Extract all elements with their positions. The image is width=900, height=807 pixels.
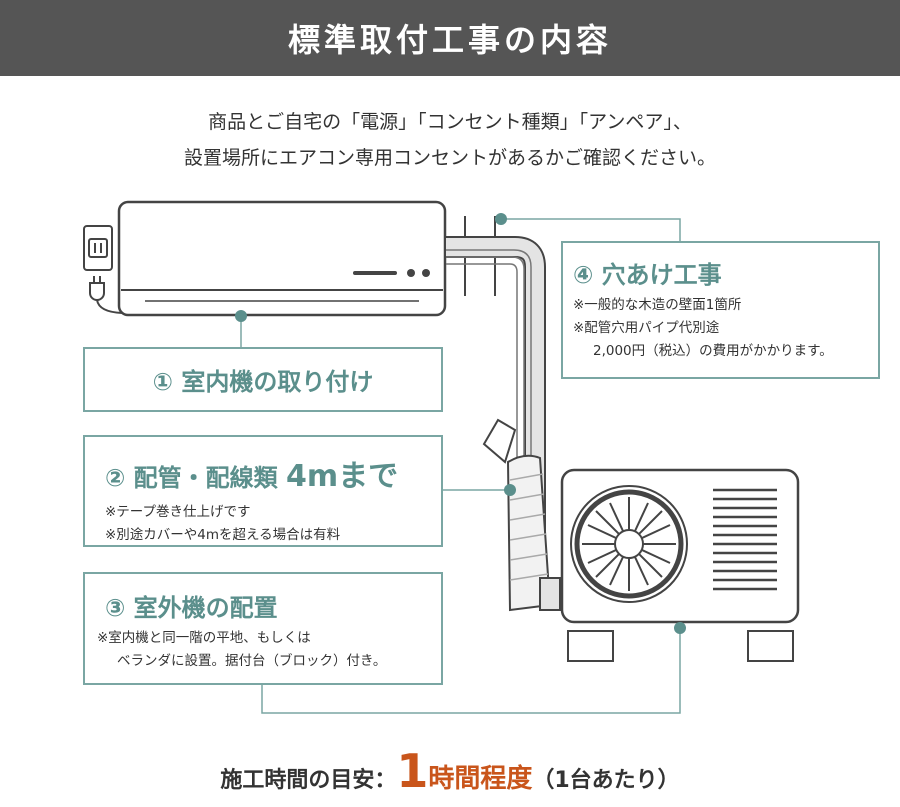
step-2-title: ② 配管・配線類 4mまで xyxy=(105,451,441,495)
step-4-box: ④ 穴あけ工事 ※一般的な木造の壁面1箇所 ※配管穴用パイプ代別途 2,000円… xyxy=(561,241,880,379)
step-2-title-text: ② 配管・配線類 xyxy=(105,464,287,492)
connector-dot-1 xyxy=(235,310,247,322)
intro-line-2: 設置場所にエアコン専用コンセントがあるかご確認ください。 xyxy=(183,147,716,169)
connector-line-3 xyxy=(261,628,681,714)
construction-time-label: 施工時間の目安： xyxy=(220,768,397,793)
connector-dots xyxy=(235,213,686,634)
construction-time-suffix: （1台あたり） xyxy=(532,768,680,793)
page-header: 標準取付工事の内容 xyxy=(0,0,900,76)
step-3-note-2: ベランダに設置。据付台（ブロック）付き。 xyxy=(117,653,387,669)
construction-time-number: 1 xyxy=(396,744,429,798)
connector-dot-2 xyxy=(504,484,516,496)
step-2-title-emphasis: 4mまで xyxy=(286,459,399,494)
step-2-note-1: ※テープ巻き仕上げです xyxy=(105,504,251,520)
step-3-note-1: ※室内機と同一階の平地、もしくは xyxy=(97,630,311,646)
construction-time: 施工時間の目安： 1 時間程度 （1台あたり） xyxy=(0,748,900,798)
intro-line-1: 商品とご自宅の「電源」「コンセント種類」「アンペア」、 xyxy=(208,111,692,133)
intro-text: 商品とご自宅の「電源」「コンセント種類」「アンペア」、 設置場所にエアコン専用コ… xyxy=(0,104,900,176)
step-4-note-1: ※一般的な木造の壁面1箇所 xyxy=(573,297,742,313)
step-3-title: ③ 室外機の配置 xyxy=(105,594,278,622)
indoor-unit-icon xyxy=(117,200,447,317)
wall-outlet-icon xyxy=(83,225,123,314)
connector-dot-3 xyxy=(674,622,686,634)
step-1-box: ① 室内機の取り付け xyxy=(83,347,443,412)
connector-dot-4 xyxy=(495,213,507,225)
step-2-box: ② 配管・配線類 4mまで ※テープ巻き仕上げです ※別途カバーや4mを超える場… xyxy=(83,435,443,547)
step-4-title: ④ 穴あけ工事 xyxy=(573,261,722,289)
construction-time-unit: 時間程度 xyxy=(428,764,533,794)
connector-line-4 xyxy=(501,218,681,241)
step-4-note-2: ※配管穴用パイプ代別途 xyxy=(573,320,720,336)
connector-lines xyxy=(240,218,681,714)
step-1-title: ① 室内機の取り付け xyxy=(152,368,374,396)
piping-icon xyxy=(446,236,561,612)
outdoor-unit-vents xyxy=(713,488,777,591)
outdoor-unit-icon xyxy=(560,468,800,662)
step-2-note-2: ※別途カバーや4mを超える場合は有料 xyxy=(105,527,341,543)
step-4-note-3: 2,000円（税込）の費用がかかります。 xyxy=(593,343,833,359)
page-title: 標準取付工事の内容 xyxy=(287,21,612,59)
step-3-box: ③ 室外機の配置 ※室内機と同一階の平地、もしくは ベランダに設置。据付台（ブロ… xyxy=(83,572,443,685)
